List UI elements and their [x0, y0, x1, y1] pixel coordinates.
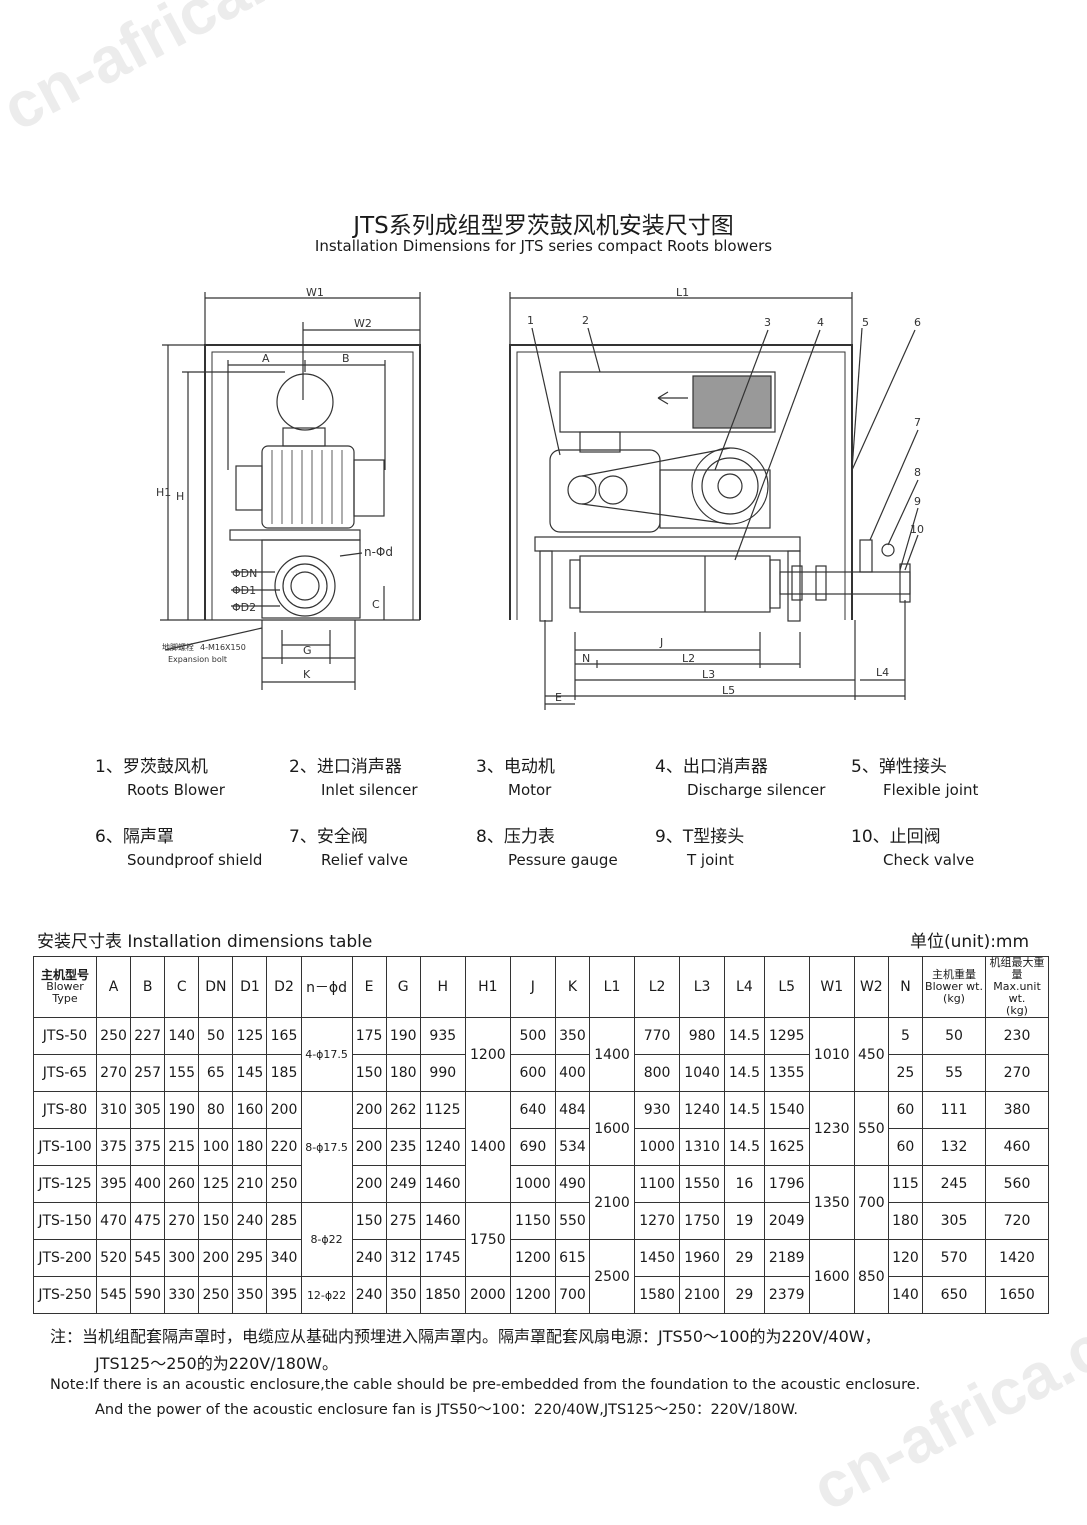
table-row: JTS-125 395 400 260 125 210 250 200 249 … — [33, 1165, 1049, 1240]
dim-label-l1: L1 — [676, 286, 689, 299]
dim-label-l5: L5 — [722, 684, 735, 697]
bolt-label-en: Expansion bolt — [168, 655, 227, 664]
note-zh-line2: JTS125～250的为220V/180W。 — [95, 1354, 338, 1373]
header-w2: W2 — [853, 956, 889, 1018]
dim-label-e: E — [555, 691, 562, 704]
header-g: G — [385, 956, 421, 1018]
header-c: C — [164, 956, 200, 1018]
dim-label-n: N — [582, 652, 590, 665]
table-row: JTS-80 310 305 190 80 160 200 8-ϕ17.5 20… — [33, 1091, 1049, 1203]
callout-6: 6 — [914, 316, 921, 329]
callout-3: 3 — [764, 316, 771, 329]
bolt-label-zh: 地脚螺栓 — [162, 642, 194, 652]
dim-label-w2: W2 — [354, 317, 372, 330]
callout-2: 2 — [582, 314, 589, 327]
header-n: N — [887, 956, 924, 1018]
dim-label-h1: H1 — [156, 486, 171, 499]
header-l5: L5 — [763, 956, 810, 1018]
header-j: J — [509, 956, 556, 1018]
dim-label-phi-d2: ΦD2 — [232, 601, 256, 614]
note-zh-line1: 注：当机组配套隔声罩时，电缆应从基础内预埋进入隔声罩内。隔声罩配套风扇电源：JT… — [50, 1327, 881, 1346]
dim-label-w1: W1 — [306, 286, 324, 299]
dim-label-j: J — [659, 636, 663, 649]
dim-label-l3: L3 — [702, 668, 715, 681]
table-caption: 安装尺寸表 Installation dimensions table — [37, 932, 373, 952]
page-subtitle: Installation Dimensions for JTS series c… — [314, 237, 773, 255]
header-h1: H1 — [464, 956, 511, 1018]
table-row: JTS-150 470 475 270 150 240 285 8-ϕ22 15… — [33, 1202, 1049, 1277]
callout-5: 5 — [862, 316, 869, 329]
table-row: JTS-65 270 257 155 65 145 185 150 180 99… — [33, 1054, 1049, 1092]
table-row: JTS-50 250 227 140 50 125 165 4-ϕ17.5 17… — [33, 1017, 1049, 1092]
header-h: H — [419, 956, 466, 1018]
table-row: JTS-100 375 375 215 100 180 220 200 235 … — [33, 1128, 1049, 1166]
header-b: B — [130, 956, 166, 1018]
callout-8: 8 — [914, 466, 921, 479]
callout-4: 4 — [817, 316, 824, 329]
header-l1: L1 — [588, 956, 636, 1018]
header-l2: L2 — [634, 956, 681, 1018]
dim-label-phi-dn: ΦDN — [232, 567, 257, 580]
dim-label-h: H — [176, 490, 184, 503]
dim-label-c: C — [372, 598, 380, 611]
table-row: JTS-250 545 590 330 250 350 395 12-ϕ22 2… — [33, 1276, 1049, 1314]
note-en-line1: Note:If there is an acoustic enclosure,t… — [50, 1377, 921, 1393]
header-k: K — [554, 956, 590, 1018]
dim-label-g: G — [303, 644, 312, 657]
header-e: E — [351, 956, 387, 1018]
header-d2: D2 — [266, 956, 302, 1018]
callout-7: 7 — [914, 416, 921, 429]
table-row: JTS-200 520 545 300 200 295 340 240 312 … — [33, 1239, 1049, 1314]
callout-9: 9 — [914, 495, 921, 508]
header-l4: L4 — [724, 956, 765, 1018]
header-l3: L3 — [679, 956, 726, 1018]
dim-label-a: A — [262, 352, 270, 365]
bolt-spec: 4-M16X150 — [200, 643, 246, 652]
header-dn: DN — [198, 956, 234, 1018]
header-w1: W1 — [808, 956, 855, 1018]
callout-1: 1 — [527, 314, 534, 327]
note-en-line2: And the power of the acoustic enclosure … — [95, 1402, 798, 1418]
page-title: JTS系列成组型罗茨鼓风机安装尺寸图 — [353, 213, 734, 239]
dim-label-phi-d1: ΦD1 — [232, 584, 256, 597]
dim-label-k: K — [303, 668, 311, 681]
header-d1: D1 — [232, 956, 268, 1018]
dim-label-b: B — [342, 352, 350, 365]
dim-label-l4: L4 — [876, 666, 889, 679]
table-unit: 单位(unit):mm — [910, 932, 1030, 952]
installation-drawing: W1 W2 A B H1 H n-Φd ΦDN ΦD1 ΦD2 C G K 地脚… — [156, 286, 924, 710]
dim-label-n-phi-d: n-Φd — [364, 545, 393, 559]
dim-label-l2: L2 — [682, 652, 695, 665]
callout-10: 10 — [910, 523, 924, 536]
header-a: A — [95, 956, 132, 1018]
header-n-phi-d: n－ϕd — [300, 956, 353, 1018]
